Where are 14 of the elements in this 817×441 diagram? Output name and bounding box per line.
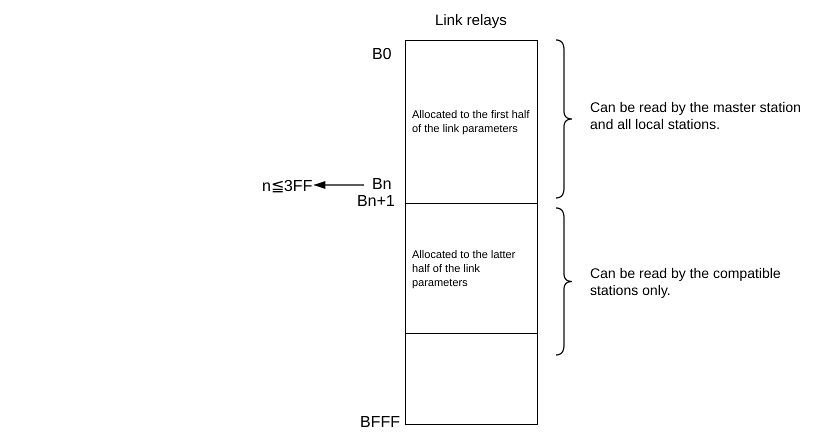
memory-segment	[405, 203, 538, 334]
memory-segment	[405, 333, 538, 425]
address-label: n≦3FF	[262, 176, 312, 196]
address-label: Bn+1	[357, 193, 395, 211]
address-label: Bn	[372, 176, 392, 194]
segment-text: Allocated to the latter half of the link parameters	[411, 248, 516, 290]
segment-text: Allocated to the first half of the link parameters	[411, 108, 530, 136]
memory-segment	[405, 40, 538, 204]
note-text: Can be read by the master station and all local stations.	[590, 99, 802, 133]
arrow	[313, 181, 364, 189]
address-label: BFFF	[360, 414, 400, 432]
address-label: B0	[372, 46, 392, 64]
note-text: Can be read by the compatible stations only.	[590, 265, 782, 299]
column-heading: Link relays	[435, 12, 507, 29]
